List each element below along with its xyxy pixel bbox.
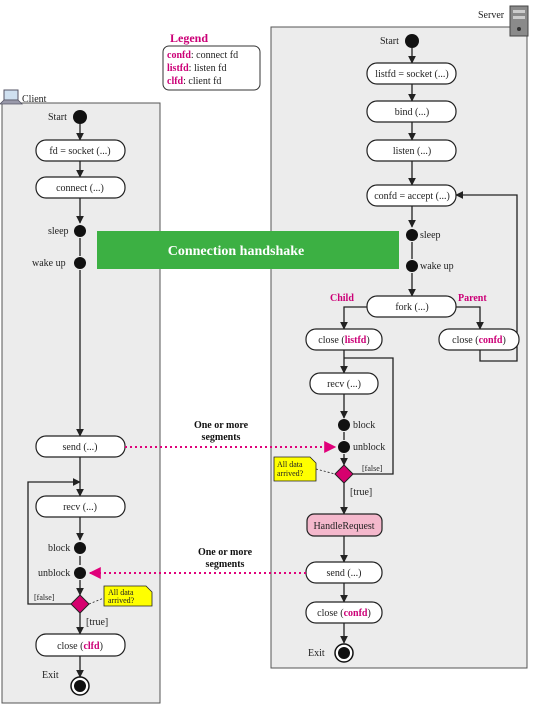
server-note-connector	[315, 468, 336, 475]
server-recv-label: recv (...)	[327, 379, 361, 390]
legend-item-listfd: listfd: listen fd	[167, 63, 226, 74]
server-title: Server	[478, 10, 505, 21]
handshake-label: Connection handshake	[168, 244, 305, 259]
client-wakeup-label: wake up	[32, 258, 66, 269]
server-false-label: [false]	[362, 464, 383, 473]
server-recv-action	[309, 372, 379, 395]
client-true-label: [true]	[86, 617, 108, 628]
client-exit-node	[74, 680, 86, 692]
server-fork-label: fork (...)	[395, 302, 428, 313]
laptop-icon	[0, 89, 23, 105]
client-sleep-node	[74, 225, 86, 237]
client-close-action	[35, 633, 126, 657]
server-handlerequest-label: HandleRequest	[313, 521, 374, 532]
client-start-label: Start	[48, 112, 67, 123]
server-wakeup-node	[406, 260, 418, 272]
server-exit-label: Exit	[308, 648, 325, 659]
client-decision-diamond	[70, 594, 90, 614]
client-socket-action	[35, 139, 126, 162]
server-accept-action	[366, 184, 457, 207]
server-parent-label: Parent	[458, 293, 487, 304]
client-connect-label: connect (...)	[56, 183, 104, 194]
client-connect-action	[35, 176, 126, 199]
server-close-confd-label: close (confd)	[317, 608, 371, 619]
server-sleep-node	[406, 229, 418, 241]
server-exit-node	[338, 647, 350, 659]
server-close-listfd-label: close (listfd)	[318, 335, 369, 346]
legend-item-clfd: clfd: client fd	[167, 76, 221, 87]
server-close-confd-parent-label: close (confd)	[452, 335, 506, 346]
server-handlerequest-action	[306, 513, 383, 537]
handshake-banner	[97, 231, 399, 269]
server-start-label: Start	[380, 36, 399, 47]
client-wakeup-node	[74, 257, 86, 269]
server-true-label: [true]	[350, 487, 372, 498]
client-block-label: block	[48, 543, 70, 554]
server-close-confd-parent-action	[438, 328, 520, 351]
server-block-label: block	[353, 420, 375, 431]
server-decision-diamond	[334, 464, 354, 484]
client-false-label: [false]	[34, 593, 55, 602]
client-flow	[27, 124, 84, 678]
client-unblock-node	[74, 567, 86, 579]
server-bind-action	[366, 100, 457, 123]
server-note	[273, 456, 317, 482]
server-wakeup-label: wake up	[420, 261, 454, 272]
client-close-label: close (clfd)	[57, 641, 103, 652]
client-block-node	[74, 542, 86, 554]
segments-label-1b: segments	[202, 432, 241, 443]
server-block-node	[338, 419, 350, 431]
client-send-label: send (...)	[63, 442, 98, 453]
server-listen-action	[366, 139, 457, 162]
server-send-label: send (...)	[327, 568, 362, 579]
legend-title: Legend	[170, 31, 208, 45]
server-close-confd-action	[305, 601, 383, 624]
client-title: Client	[22, 94, 47, 105]
legend-box	[162, 45, 261, 91]
server-socket-label: listfd = socket (...)	[375, 69, 448, 80]
client-exit-label: Exit	[42, 670, 59, 681]
server-unblock-label: unblock	[353, 442, 385, 453]
server-unblock-node	[338, 441, 350, 453]
client-start-node	[73, 110, 87, 124]
segments-label-2b: segments	[206, 559, 245, 570]
segments-label-1: One or more	[194, 420, 249, 431]
server-socket-action	[366, 62, 457, 85]
server-accept-label: confd = accept (...)	[374, 191, 450, 202]
segments-label-2: One or more	[198, 547, 253, 558]
client-note-text-2: arrived?	[108, 596, 135, 605]
client-recv-label: recv (...)	[63, 502, 97, 513]
client-note-text: All data	[108, 588, 134, 597]
client-recv-action	[35, 495, 126, 518]
server-bind-label: bind (...)	[395, 107, 429, 118]
server-flow	[340, 48, 518, 644]
server-icon	[509, 5, 529, 37]
server-sleep-label: sleep	[420, 230, 441, 241]
server-close-listfd-action	[305, 328, 383, 351]
server-child-label: Child	[330, 293, 354, 304]
client-note-connector	[88, 597, 105, 605]
server-note-text-2: arrived?	[277, 469, 304, 478]
client-socket-label: fd = socket (...)	[49, 146, 110, 157]
server-start-node	[405, 34, 419, 48]
client-note	[103, 585, 153, 607]
server-fork-action	[366, 295, 457, 318]
server-listen-label: listen (...)	[393, 146, 431, 157]
legend-item-confd: confd: connect fd	[167, 50, 238, 61]
client-sleep-label: sleep	[48, 226, 69, 237]
client-unblock-label: unblock	[38, 568, 70, 579]
server-note-text: All data	[277, 460, 303, 469]
